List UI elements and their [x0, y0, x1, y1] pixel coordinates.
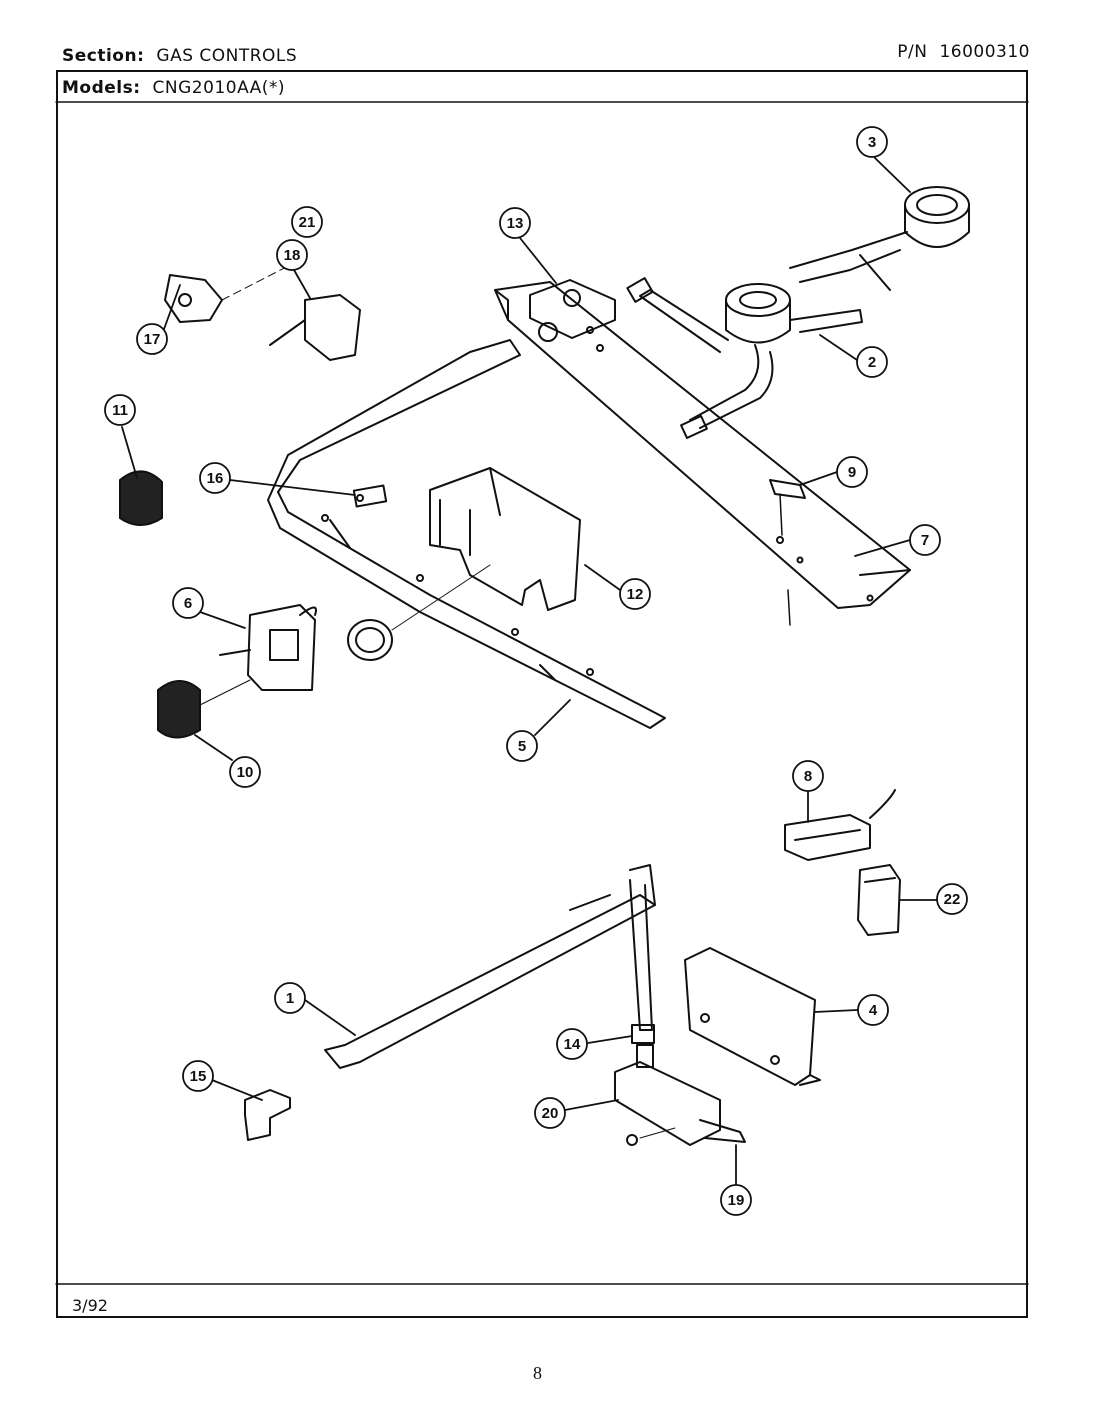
small-bracket-part [244, 1089, 291, 1141]
svg-text:20: 20 [542, 1105, 559, 1122]
svg-text:17: 17 [144, 331, 161, 348]
models-value: CNG2010AA(*) [152, 78, 286, 98]
svg-text:18: 18 [284, 247, 301, 264]
svg-text:8: 8 [804, 768, 812, 785]
valve-bracket-part [684, 947, 821, 1086]
spark-module-part [857, 864, 901, 936]
oven-burner-tube-part [324, 864, 656, 1069]
callout-14: 14 [556, 1028, 633, 1060]
pn-value: 16000310 [939, 42, 1030, 62]
svg-text:3: 3 [868, 134, 876, 151]
svg-text:22: 22 [944, 891, 961, 908]
callout-4: 4 [814, 994, 889, 1026]
thermostat-part [219, 564, 491, 691]
safety-valve-part [529, 279, 616, 342]
svg-text:21: 21 [299, 214, 316, 231]
switch-part-18 [269, 294, 361, 361]
callout-13: 13 [499, 207, 557, 284]
svg-text:6: 6 [184, 595, 192, 612]
clip-part [769, 479, 806, 536]
callout-17: 17 [136, 284, 181, 355]
models-line: Models: CNG2010AA(*) [62, 78, 285, 98]
callout-19: 19 [720, 1144, 752, 1216]
part-number-line: P/N 16000310 [897, 42, 1030, 62]
callout-22: 22 [899, 883, 968, 915]
revision-date: 3/92 [72, 1296, 108, 1315]
callout-7: 7 [854, 524, 941, 557]
pilot-tube-part [267, 339, 666, 729]
callout-12: 12 [584, 564, 651, 610]
models-label: Models: [62, 78, 141, 98]
svg-text:1: 1 [286, 990, 294, 1007]
page-number: 8 [533, 1363, 542, 1383]
svg-text:7: 7 [921, 532, 929, 549]
switch-part-17 [164, 259, 301, 323]
callout-5: 5 [506, 699, 571, 762]
callout-6: 6 [172, 587, 246, 629]
svg-text:14: 14 [564, 1036, 581, 1053]
knob-part-11 [119, 470, 163, 526]
fitting-part [631, 1024, 655, 1044]
oven-valve-part [614, 1044, 746, 1146]
svg-text:4: 4 [869, 1002, 878, 1019]
section-line: Section: GAS CONTROLS [62, 46, 297, 66]
callout-16: 16 [199, 462, 356, 496]
burner-assembly-part [626, 186, 970, 439]
svg-text:11: 11 [112, 402, 128, 419]
svg-text:9: 9 [848, 464, 856, 481]
svg-text:2: 2 [868, 354, 876, 371]
callout-2: 2 [819, 334, 888, 378]
callout-15: 15 [182, 1060, 263, 1101]
ignition-module-part [784, 789, 896, 861]
svg-text:12: 12 [627, 586, 644, 603]
callout-9: 9 [799, 456, 868, 488]
callout-21: 21 [291, 206, 323, 238]
igniter-part [352, 484, 388, 508]
svg-text:5: 5 [518, 738, 526, 755]
callout-10: 10 [194, 734, 261, 788]
section-label: Section: [62, 46, 145, 66]
callout-3: 3 [856, 126, 911, 193]
callout-20: 20 [534, 1097, 619, 1129]
callout-11: 11 [104, 394, 138, 479]
manifold-bracket-part [494, 281, 911, 626]
svg-text:16: 16 [207, 470, 224, 487]
svg-text:10: 10 [237, 764, 254, 781]
knob-part-10 [157, 679, 251, 739]
pn-label: P/N [897, 42, 928, 62]
svg-text:15: 15 [190, 1068, 207, 1085]
callout-8: 8 [792, 760, 824, 823]
callout-18: 18 [276, 239, 311, 299]
svg-text:19: 19 [728, 1192, 745, 1209]
diagram-frame [56, 70, 1028, 1318]
section-value: GAS CONTROLS [156, 46, 298, 66]
svg-text:13: 13 [507, 215, 524, 232]
callout-1: 1 [274, 982, 356, 1036]
heat-shield-part [429, 467, 581, 611]
